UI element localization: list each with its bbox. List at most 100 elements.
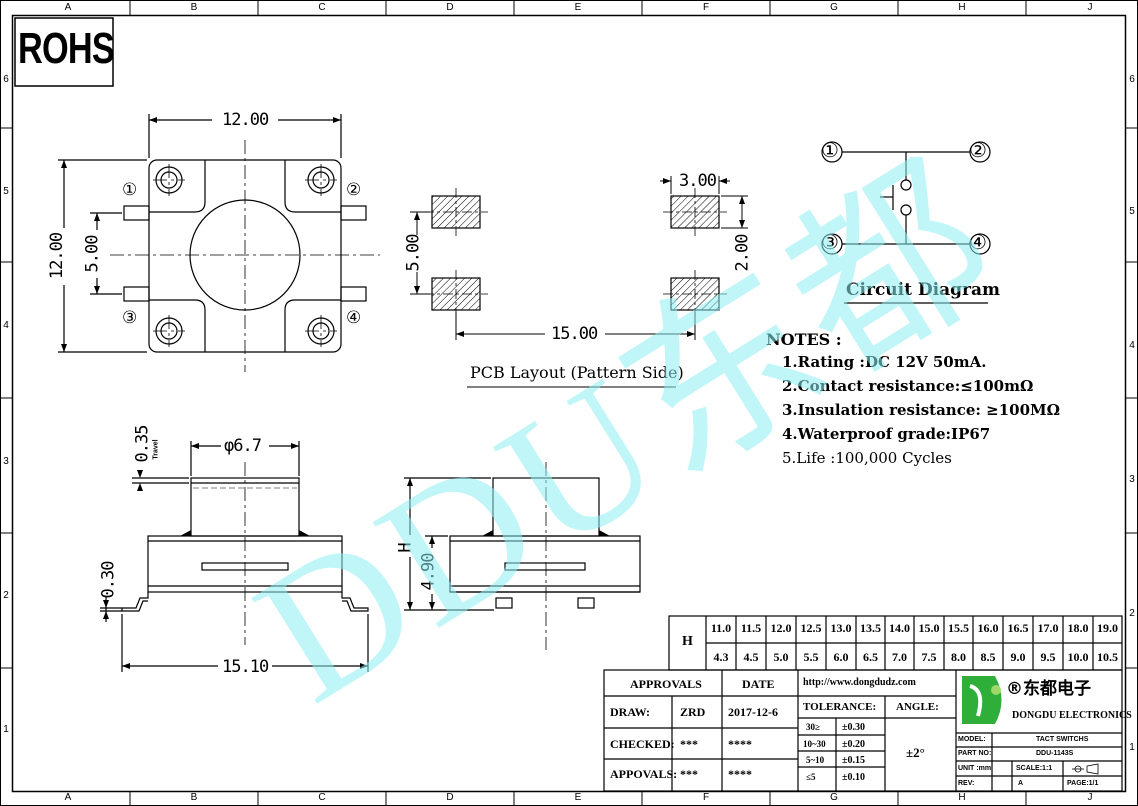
notes-heading: NOTES : bbox=[766, 330, 842, 349]
note-item: 5.Life :100,000 Cycles bbox=[782, 449, 952, 467]
zone-row-6-right: 6 bbox=[1129, 74, 1135, 85]
draw-label: DRAW: bbox=[610, 705, 651, 719]
dim-pad-width: 3.00 bbox=[679, 171, 717, 191]
h-table-cell: 9.5 bbox=[1040, 650, 1056, 664]
dim-top-height: 12.00 bbox=[47, 232, 68, 280]
checked-by: *** bbox=[680, 737, 698, 751]
zone-col-f-bottom: F bbox=[702, 792, 710, 803]
pin-label-2: ② bbox=[346, 180, 362, 200]
h-table-cell: 12.0 bbox=[770, 621, 792, 635]
h-table-cell: 13.5 bbox=[860, 621, 881, 635]
zone-col-g-top: G bbox=[830, 2, 838, 13]
zone-row-6-left: 6 bbox=[3, 74, 9, 85]
zone-col-c-top: C bbox=[318, 2, 326, 13]
zone-col-j-top: J bbox=[1087, 2, 1093, 13]
pin-label-3: ③ bbox=[122, 308, 138, 328]
note-item: 3.Insulation resistance: ≥100MΩ bbox=[782, 401, 1060, 419]
scale-label: SCALE:1:1 bbox=[1016, 765, 1053, 772]
h-table-cell: 15.5 bbox=[948, 621, 969, 635]
tolerance-range: 30≥ bbox=[806, 722, 820, 732]
h-table-cell: 14.0 bbox=[889, 621, 910, 635]
appovals-by: *** bbox=[680, 767, 698, 781]
h-table-cell: 18.0 bbox=[1067, 621, 1089, 635]
zone-col-h-bottom: H bbox=[958, 792, 966, 803]
circuit-diagram-title: Circuit Diagram bbox=[846, 280, 1000, 300]
projection-symbol-icon bbox=[1070, 763, 1100, 775]
dim-h: H bbox=[395, 543, 416, 553]
zone-col-f-top: F bbox=[702, 2, 710, 13]
appovals-date: **** bbox=[728, 767, 752, 781]
dim-travel: 0.35 bbox=[132, 425, 153, 463]
circuit-node-4: ④ bbox=[969, 230, 987, 254]
zone-col-g-bottom: G bbox=[830, 792, 838, 803]
date-header: DATE bbox=[742, 677, 775, 691]
dim-pad-pitch-v: 5.00 bbox=[403, 234, 424, 272]
zone-col-c-bottom: C bbox=[318, 792, 326, 803]
zone-row-5-left: 5 bbox=[3, 186, 9, 197]
dim-pad-height: 2.00 bbox=[732, 234, 753, 272]
zone-col-e-bottom: E bbox=[574, 792, 582, 803]
tolerance-label: TOLERANCE: bbox=[803, 701, 877, 713]
zone-row-2-left: 2 bbox=[3, 590, 9, 601]
h-table-cell: 5.0 bbox=[773, 650, 789, 664]
h-table-cell: 10.0 bbox=[1067, 650, 1089, 664]
note-item: 1.Rating :DC 12V 50mA. bbox=[782, 353, 987, 371]
zone-col-e-top: E bbox=[574, 2, 582, 13]
zone-row-4-left: 4 bbox=[3, 320, 9, 331]
zone-row-5-right: 5 bbox=[1129, 206, 1135, 217]
tolerance-value: ±0.10 bbox=[842, 772, 865, 783]
zone-row-1-right: 1 bbox=[1129, 742, 1135, 753]
checked-date: **** bbox=[728, 737, 752, 751]
part-value: DDU-1143S bbox=[1036, 750, 1074, 757]
h-table-header: H bbox=[682, 634, 693, 649]
h-table-cell: 10.5 bbox=[1097, 650, 1118, 664]
h-table-cell: 5.5 bbox=[803, 650, 819, 664]
h-table-cell: 9.0 bbox=[1010, 650, 1026, 664]
dim-overall-length: 15.10 bbox=[222, 657, 269, 677]
circuit-node-2: ② bbox=[969, 138, 987, 162]
zone-row-2-right: 2 bbox=[1129, 608, 1135, 619]
company-name-cn: ®东都电子 bbox=[1006, 679, 1091, 699]
company-name-en: DONGDU ELECTRONICS bbox=[1012, 710, 1132, 721]
h-table-cell: 15.0 bbox=[918, 621, 940, 635]
part-label: PART NO: bbox=[958, 750, 992, 757]
dim-body-height: 4.90 bbox=[418, 553, 439, 591]
dim-top-width: 12.00 bbox=[222, 110, 269, 130]
h-table-cell: 11.5 bbox=[740, 621, 762, 635]
h-table-cell: 7.0 bbox=[892, 650, 907, 664]
travel-label: Travel bbox=[152, 439, 160, 460]
h-table-cell: 12.5 bbox=[800, 621, 822, 635]
page-label: PAGE:1/1 bbox=[1067, 780, 1099, 787]
dim-pad-pitch-h: 15.00 bbox=[551, 324, 598, 344]
note-item: 4.Waterproof grade:IP67 bbox=[782, 425, 991, 443]
h-table-cell: 8.5 bbox=[980, 650, 996, 664]
zone-col-j-bottom: J bbox=[1087, 792, 1093, 803]
h-table-cell: 4.5 bbox=[743, 650, 759, 664]
h-table-cell: 4.3 bbox=[713, 650, 729, 664]
draw-by: ZRD bbox=[680, 705, 706, 719]
zone-col-d-bottom: D bbox=[446, 792, 454, 803]
zone-col-a-top: A bbox=[64, 2, 72, 13]
h-table-cell: 17.0 bbox=[1037, 621, 1059, 635]
circuit-node-3: ③ bbox=[821, 230, 839, 254]
zone-row-4-right: 4 bbox=[1129, 340, 1135, 351]
tolerance-range: 10~30 bbox=[803, 739, 826, 749]
model-label: MODEL: bbox=[958, 736, 986, 743]
angle-label: ANGLE: bbox=[896, 701, 939, 713]
appovals-label: APPOVALS: bbox=[610, 767, 678, 781]
circuit-node-1: ① bbox=[821, 138, 839, 162]
zone-row-1-left: 1 bbox=[3, 724, 9, 735]
note-item: 2.Contact resistance:≤100mΩ bbox=[782, 377, 1034, 395]
pin-label-1: ① bbox=[122, 180, 138, 200]
tolerance-range: 5~10 bbox=[806, 755, 825, 765]
h-table-cell: 13.0 bbox=[830, 621, 852, 635]
zone-col-a-bottom: A bbox=[64, 792, 72, 803]
rev-label: REV: bbox=[958, 780, 975, 787]
h-table-cell: 19.0 bbox=[1097, 621, 1118, 635]
model-value: TACT SWITCHS bbox=[1036, 736, 1089, 743]
approvals-header: APPROVALS bbox=[630, 677, 702, 691]
h-table-cell: 6.5 bbox=[863, 650, 878, 664]
zone-col-h-top: H bbox=[958, 2, 966, 13]
tolerance-value: ±0.15 bbox=[842, 755, 865, 766]
